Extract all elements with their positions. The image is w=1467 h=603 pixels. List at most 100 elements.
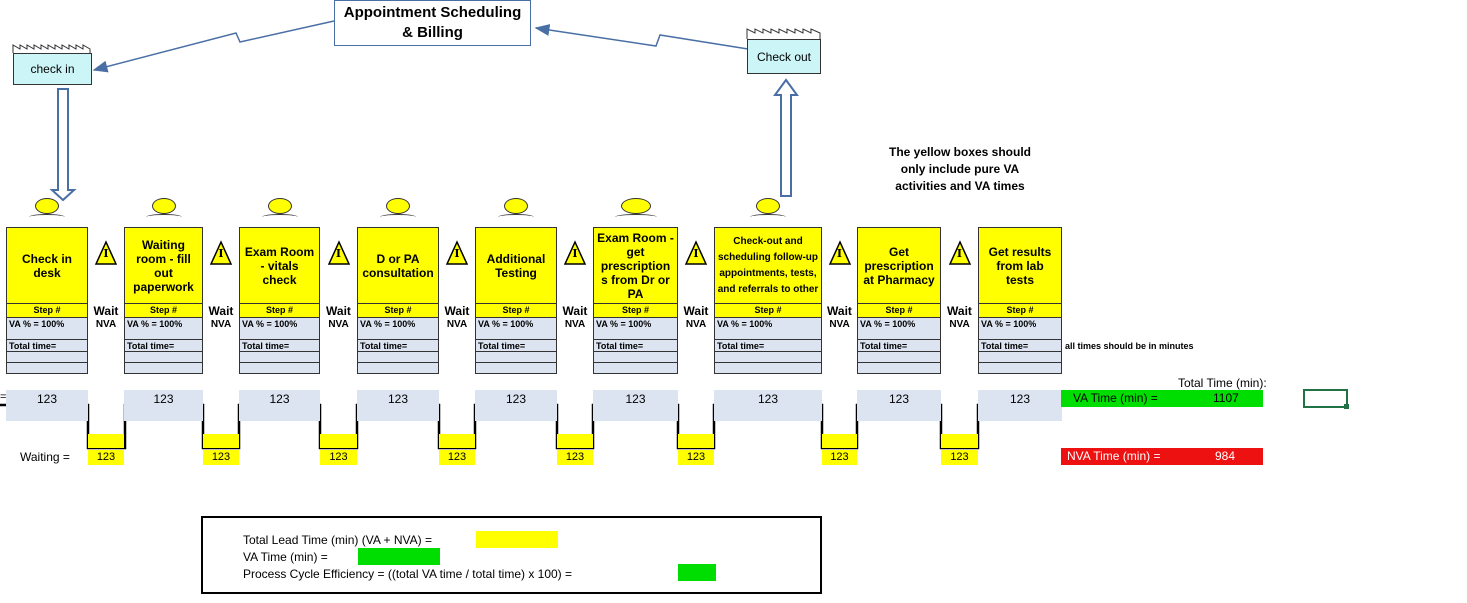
- inventory-letter: I: [572, 247, 578, 260]
- process-box[interactable]: Additional Testing: [475, 227, 557, 304]
- factory-roof-left: [12, 44, 91, 53]
- process-box[interactable]: Get results from lab tests: [978, 227, 1062, 304]
- nva-label-text: NVA: [328, 319, 349, 330]
- selected-cell[interactable]: [1303, 389, 1349, 409]
- title-line-1: Appointment Scheduling: [343, 4, 522, 21]
- note-line-1: The yellow boxes should: [888, 145, 1032, 159]
- process-box[interactable]: Waiting room - fill out paperwork: [124, 227, 203, 304]
- total-time-row: Total time=: [475, 340, 557, 352]
- va-time-cell-fill: [978, 406, 1062, 421]
- check-in-label: check in: [30, 62, 75, 76]
- summary-box: Total Lead Time (min) (VA + NVA) = VA Ti…: [201, 516, 822, 594]
- operator-icon: [756, 198, 780, 214]
- operator-icon: [267, 198, 292, 214]
- inventory-triangle-icon: [445, 240, 469, 265]
- inventory-letter: I: [693, 247, 699, 260]
- va-time-cell: 123: [857, 390, 941, 406]
- wait-band: [678, 434, 714, 448]
- va-time-cell: 123: [475, 390, 557, 406]
- inventory-triangle-icon: [327, 240, 350, 265]
- inventory-triangle-icon: [563, 240, 587, 265]
- operator-base: [750, 214, 786, 220]
- process-box[interactable]: Exam Room - get prescription s from Dr o…: [593, 227, 678, 304]
- note-line-2: only include pure VA: [900, 162, 1020, 176]
- operator-icon: [620, 198, 651, 214]
- nva-label-text: NVA: [210, 319, 232, 330]
- operator-icon: [35, 198, 59, 214]
- wait-label-text: Wait: [562, 304, 588, 318]
- wait-time-cell: 123: [557, 450, 593, 465]
- blank-row: [714, 363, 822, 374]
- inventory-letter: I: [956, 247, 963, 260]
- va-summary-cell[interactable]: [358, 548, 440, 565]
- wait-label-text: Wait: [947, 304, 972, 318]
- blank-row: [6, 363, 88, 374]
- total-time-header: Total Time (min):: [1178, 376, 1267, 390]
- step-number: Step #: [239, 304, 320, 318]
- va-time-cell: 123: [124, 390, 203, 406]
- process-box[interactable]: Exam Room - vitals check: [239, 227, 320, 304]
- blank-row: [593, 363, 678, 374]
- blank-row: [857, 363, 941, 374]
- nva-label-text: NVA: [95, 319, 117, 330]
- va-time-bar: VA Time (min) = 1107: [1061, 390, 1263, 407]
- step-number: Step #: [857, 304, 941, 318]
- blank-row: [357, 352, 439, 363]
- wait-time-cell: 123: [320, 450, 357, 465]
- inventory-triangle-icon: [684, 240, 708, 265]
- va-time-cell: 123: [593, 390, 678, 406]
- blank-row: [239, 352, 320, 363]
- process-box[interactable]: Check in desk: [6, 227, 88, 304]
- nva-label-text: NVA: [446, 319, 468, 330]
- wait-label-text: Wait: [683, 304, 709, 318]
- operator-icon: [386, 198, 410, 214]
- blank-row: [475, 363, 557, 374]
- inventory-triangle-icon: [948, 240, 971, 265]
- total-time-row: Total time=: [357, 340, 439, 352]
- operator-base: [261, 214, 298, 220]
- blank-row: [357, 363, 439, 374]
- nva-time-label: NVA Time (min) =: [1067, 449, 1161, 463]
- wait-label-text: Wait: [326, 304, 351, 318]
- total-time-row: Total time=: [857, 340, 941, 352]
- va-time-cell-fill: [593, 406, 678, 421]
- factory-icon-check-in: check in: [13, 53, 92, 85]
- process-box[interactable]: Check-out and scheduling follow-up appoi…: [714, 227, 822, 304]
- nva-label-text: NVA: [685, 319, 707, 330]
- fill-handle[interactable]: [1344, 404, 1349, 409]
- blank-row: [475, 352, 557, 363]
- inventory-triangle-icon: [209, 240, 233, 265]
- inventory-letter: I: [454, 247, 460, 260]
- operator-base: [498, 214, 534, 220]
- va-time-cell-fill: [357, 406, 439, 421]
- total-time-row: Total time=: [593, 340, 678, 352]
- blank-row: [857, 352, 941, 363]
- step-number: Step #: [124, 304, 203, 318]
- inventory-letter: I: [836, 247, 843, 260]
- waiting-label: Waiting =: [20, 450, 70, 464]
- operator-base: [614, 214, 657, 220]
- wait-band: [203, 434, 239, 448]
- info-flow-arrow-left: [92, 20, 335, 73]
- pce-cell[interactable]: [678, 564, 716, 581]
- nva-label-text: NVA: [949, 319, 970, 330]
- va-percent-row: VA % = 100%: [475, 318, 557, 340]
- blank-row: [6, 352, 88, 363]
- process-name: D or PA consultation: [362, 251, 434, 280]
- blank-row: [124, 363, 203, 374]
- process-box[interactable]: Get prescription at Pharmacy: [857, 227, 941, 304]
- blank-row: [978, 352, 1062, 363]
- push-arrow-icon-down: [49, 88, 77, 202]
- process-box[interactable]: D or PA consultation: [357, 227, 439, 304]
- va-time-cell-fill: [857, 406, 941, 421]
- lead-time-label: Total Lead Time (min) (VA + NVA) =: [243, 533, 432, 547]
- nva-label-text: NVA: [829, 319, 850, 330]
- wait-time-cell: 123: [203, 450, 239, 465]
- va-percent-row: VA % = 100%: [593, 318, 678, 340]
- va-time-cell-fill: [124, 406, 203, 421]
- lead-time-cell[interactable]: [476, 531, 558, 548]
- va-time-cell: 123: [714, 390, 822, 406]
- push-arrow-icon-up: [773, 78, 799, 197]
